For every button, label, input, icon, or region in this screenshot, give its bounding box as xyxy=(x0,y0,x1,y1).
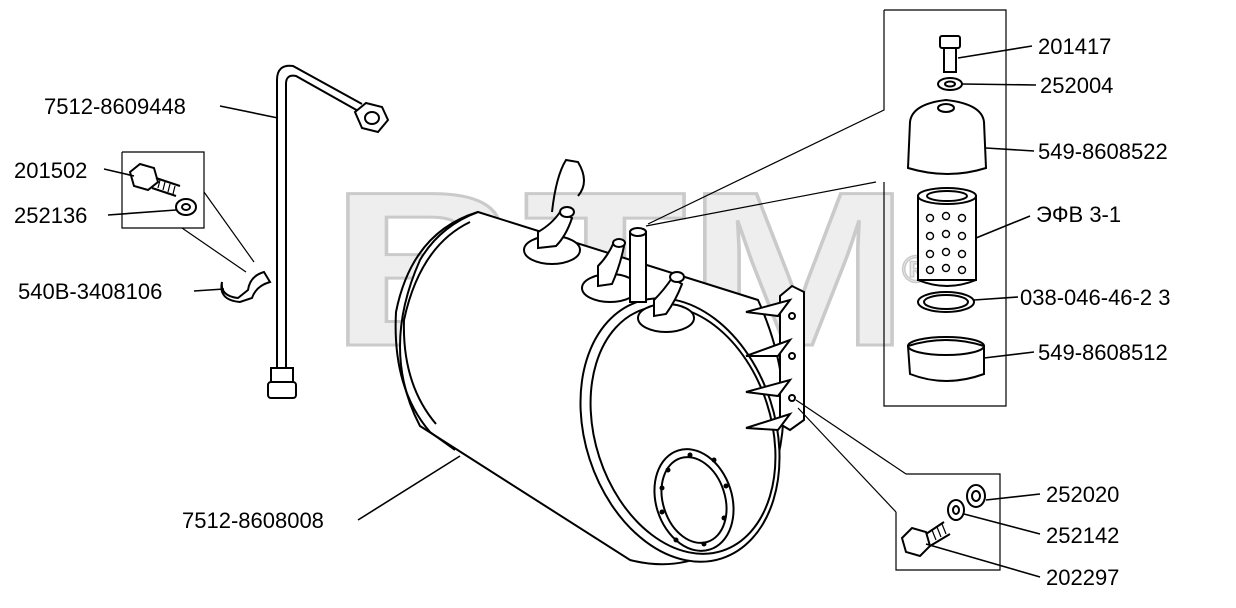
label-filter-element: ЭФВ 3-1 xyxy=(1036,202,1121,227)
label-filter-bolt: 201417 xyxy=(1038,34,1111,59)
bracket-washer-flat xyxy=(966,484,986,508)
label-bolt-clamp: 201502 xyxy=(14,158,87,183)
filter-seal-ring xyxy=(917,291,975,313)
label-tank: 7512-8608008 xyxy=(182,508,324,533)
tank-fitting-middle xyxy=(581,227,647,303)
filter-cap xyxy=(906,98,988,175)
bracket-washer-spring xyxy=(947,499,965,521)
clamp-washer xyxy=(175,198,197,216)
part-labels: 7512-8609448 201502 252136 540B-3408106 … xyxy=(14,34,1170,590)
bracket-bolt xyxy=(900,521,951,558)
filter-element-holes xyxy=(925,211,967,275)
label-fuel-line: 7512-8609448 xyxy=(44,94,186,119)
label-washer-clamp: 252136 xyxy=(14,203,87,228)
fuel-line-pipe xyxy=(267,64,390,399)
label-clamp: 540B-3408106 xyxy=(18,279,162,304)
filter-washer xyxy=(937,77,963,91)
pipe-union-nut xyxy=(353,101,390,134)
tank-mounting-bracket xyxy=(745,284,805,432)
label-washer-bracket-1: 252020 xyxy=(1046,482,1119,507)
label-bolt-bracket: 202297 xyxy=(1046,565,1119,590)
leader-lines xyxy=(103,45,1041,578)
filter-bolt xyxy=(939,35,961,73)
pipe-end-fitting xyxy=(267,367,297,399)
label-seal-ring: 038-046-46-2 3 xyxy=(1020,285,1170,310)
filter-base-cup xyxy=(906,336,985,382)
clamp-bolt xyxy=(128,162,181,197)
fuel-tank xyxy=(394,158,805,566)
tank-fitting-right xyxy=(637,271,695,333)
label-washer-bracket-2: 252142 xyxy=(1046,523,1119,548)
label-filter-base: 549-8608512 xyxy=(1038,340,1168,365)
filter-exploded-view xyxy=(645,9,1007,407)
filter-element xyxy=(917,187,977,287)
pipe-clamp xyxy=(220,270,272,304)
label-filter-washer: 252004 xyxy=(1040,73,1113,98)
label-filter-cap: 549-8608522 xyxy=(1038,139,1168,164)
tank-inspection-cover xyxy=(653,448,735,552)
tank-fitting-left xyxy=(523,206,581,265)
bracket-fastener-group xyxy=(795,399,1001,571)
clamp-group xyxy=(121,151,272,304)
